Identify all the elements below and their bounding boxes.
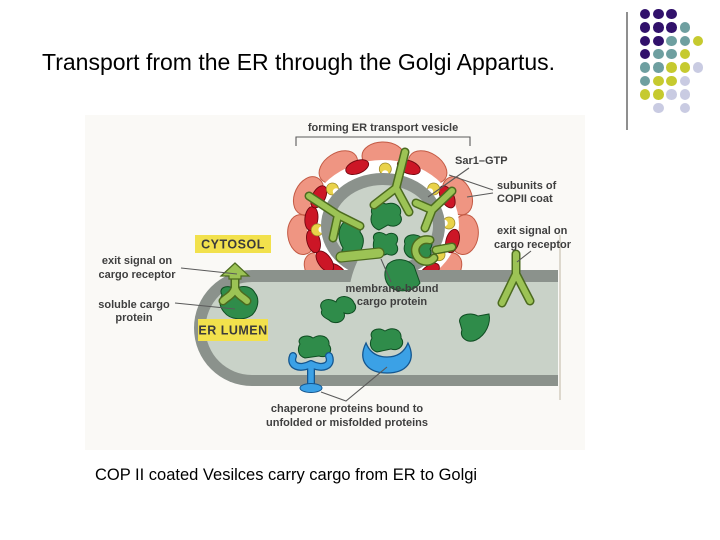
decor-dot — [653, 35, 664, 47]
svg-text:cargo protein: cargo protein — [357, 296, 428, 308]
decor-dot — [666, 62, 677, 73]
svg-text:subunits of: subunits of — [497, 180, 557, 192]
svg-text:exit signal on: exit signal on — [102, 255, 173, 267]
decor-dot — [653, 48, 664, 60]
decor-dot — [653, 75, 664, 87]
label-membrane-bound-cargo: membrane-bound cargo protein — [346, 283, 439, 308]
label-exit-signal-left: exit signal on cargo receptor — [98, 255, 176, 281]
decor-dot — [666, 8, 677, 20]
chaperone-proteins — [288, 328, 412, 393]
label-chaperone: chaperone proteins bound to unfolded or … — [266, 403, 428, 429]
decor-vertical-line — [626, 12, 628, 130]
svg-text:soluble cargo: soluble cargo — [98, 299, 170, 311]
decor-dot — [653, 89, 664, 100]
decor-dot — [666, 89, 677, 100]
pointer-lines — [174, 167, 532, 402]
decor-dot — [679, 89, 691, 100]
label-forming-vesicle: forming ER transport vesicle — [308, 122, 458, 134]
svg-text:membrane-bound: membrane-bound — [346, 283, 439, 295]
decor-dot — [639, 75, 651, 87]
decor-dot — [679, 62, 691, 73]
svg-text:exit signal on: exit signal on — [497, 225, 568, 237]
cargo-receptors-bud — [304, 147, 457, 266]
bracket — [295, 136, 471, 146]
decor-dot — [679, 48, 691, 60]
label-sar1-gtp: Sar1–GTP — [455, 155, 508, 167]
slide-caption: COP II coated Vesilces carry cargo from … — [95, 466, 478, 484]
decor-dot — [653, 62, 664, 73]
decor-dot — [639, 22, 651, 33]
decor-dot — [639, 89, 651, 100]
svg-text:chaperone proteins bound to: chaperone proteins bound to — [271, 403, 423, 415]
label-exit-signal-right: exit signal on cargo receptor — [494, 225, 572, 251]
label-soluble-cargo: soluble cargo protein — [98, 299, 170, 324]
decor-dot — [679, 75, 691, 87]
decor-dot — [666, 75, 677, 87]
decor-dot — [639, 62, 651, 73]
soluble-cargo-complex — [218, 262, 259, 320]
exit-signal-receptor-right — [497, 249, 535, 308]
decor-dot — [666, 48, 677, 60]
decor-dot — [653, 22, 664, 33]
decor-dot — [653, 8, 664, 20]
decor-dot — [666, 35, 677, 47]
er-golgi-diagram: CYTOSOL ER LUMEN forming ER transport ve… — [85, 115, 585, 450]
svg-text:COPII coat: COPII coat — [497, 193, 553, 205]
decor-dot — [639, 35, 651, 47]
decor-dot — [639, 48, 651, 60]
label-subunits-copii: subunits of COPII coat — [497, 180, 557, 205]
decor-dot — [692, 62, 704, 73]
cargo-proteins-lumen — [320, 296, 490, 342]
sar1-gtp-crescents — [310, 162, 456, 262]
cytosol-label: CYTOSOL — [195, 235, 271, 253]
svg-text:cargo receptor: cargo receptor — [98, 269, 176, 281]
slide-title: Transport from the ER through the Golgi … — [42, 49, 556, 75]
svg-text:cargo receptor: cargo receptor — [494, 239, 572, 251]
decor-dot — [679, 102, 691, 114]
svg-text:CYTOSOL: CYTOSOL — [201, 238, 265, 252]
svg-text:protein: protein — [115, 312, 153, 324]
decor-dot — [679, 22, 691, 33]
svg-text:unfolded or misfolded proteins: unfolded or misfolded proteins — [266, 417, 428, 429]
svg-text:ER LUMEN: ER LUMEN — [198, 324, 267, 338]
decor-dot — [653, 102, 664, 114]
decor-dot — [692, 35, 704, 47]
decor-dot — [666, 22, 677, 33]
decor-dot — [679, 35, 691, 47]
decor-dot — [639, 8, 651, 20]
er-lumen-label: ER LUMEN — [198, 319, 268, 341]
